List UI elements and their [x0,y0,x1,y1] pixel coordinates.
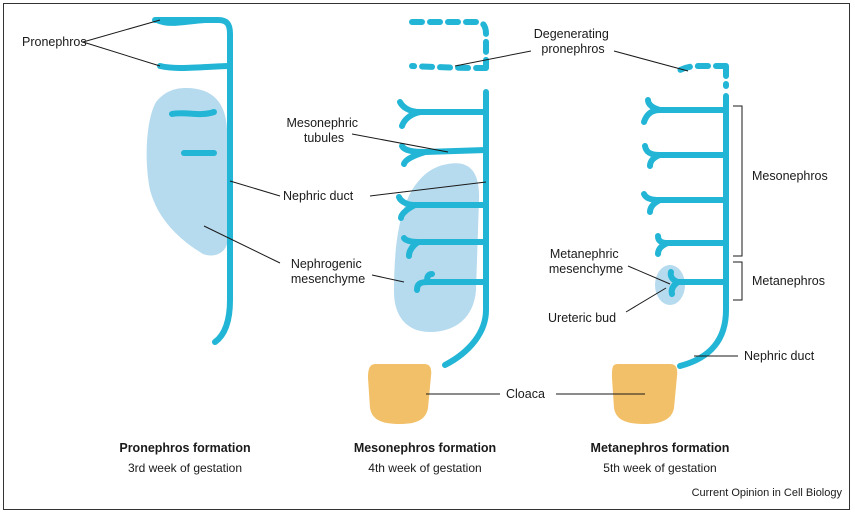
stage3-title: Metanephros formation [591,441,730,455]
stage1-subtitle: 3rd week of gestation [128,461,242,475]
label-cloaca: Cloaca [506,387,545,401]
label-metanephros: Metanephros [752,274,825,288]
degenerating-pronephros-stage3 [677,63,729,89]
nephric-duct-stage2 [442,89,489,368]
stage2-title: Mesonephros formation [354,441,496,455]
label-pronephros: Pronephros [22,35,87,49]
nephric-duct-stage1 [152,17,233,345]
stage-metanephros [612,63,729,424]
label-nephrogenic-mesenchyme: Nephrogenic mesenchyme [291,257,365,286]
label-degenerating-pronephros: Degenerating pronephros [534,27,613,56]
label-nephrogenic-mesenchyme-line2: mesenchyme [291,272,365,286]
pronephros-tubule-bottom [157,63,233,71]
label-nephric-duct-right: Nephric duct [744,349,815,363]
pronephros-tubule-top [154,17,208,26]
label-ureteric-bud: Ureteric bud [548,311,616,325]
figure-frame [3,3,850,510]
stage2-subtitle: 4th week of gestation [368,461,481,475]
leader-lines [82,19,738,395]
label-mesonephric-tubules-line2: tubules [304,131,344,145]
metanephros-bracket [733,261,743,301]
label-nephric-duct-middle: Nephric duct [283,189,354,203]
label-degenerating-pronephros-line1: Degenerating [534,27,609,41]
stage-mesonephros [368,19,489,424]
cloaca-stage2 [368,364,432,424]
label-mesonephric-tubules: Mesonephric tubules [286,116,361,145]
label-mesonephric-tubules-line1: Mesonephric [286,116,358,130]
stage3-subtitle: 5th week of gestation [603,461,716,475]
label-mesonephros: Mesonephros [752,169,828,183]
nephrogenic-mesenchyme-stage1 [146,88,228,256]
figure-credit: Current Opinion in Cell Biology [692,487,843,499]
mesonephric-tubules-stage3 [641,97,729,257]
ureteric-bud [667,269,729,297]
nephrogenic-mesenchyme-stage2 [394,163,480,332]
mesonephros-bracket [733,105,743,257]
nephric-duct-stage3 [677,93,729,369]
label-metanephric-mesenchyme-line2: mesenchyme [549,262,623,276]
stage1-title: Pronephros formation [119,441,250,455]
mesenchyme-tubule-1 [169,109,217,118]
label-nephrogenic-mesenchyme-line1: Nephrogenic [291,257,362,271]
stage-pronephros [146,17,233,345]
label-metanephric-mesenchyme: Metanephric mesenchyme [549,247,623,276]
label-degenerating-pronephros-line2: pronephros [541,42,604,56]
degenerating-pronephros-stage2 [409,19,489,71]
metanephric-mesenchyme [655,265,685,305]
label-metanephric-mesenchyme-line1: Metanephric [550,247,619,261]
mesonephric-tubules-stage2 [396,99,489,293]
